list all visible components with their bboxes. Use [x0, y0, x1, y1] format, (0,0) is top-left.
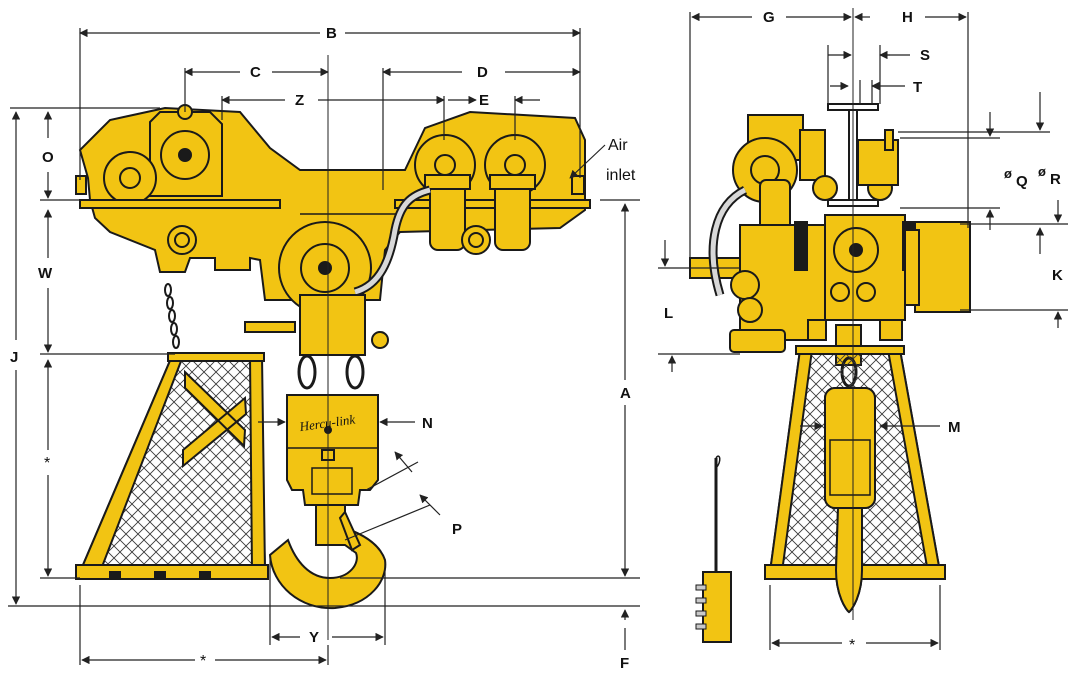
- label-L: L: [664, 305, 673, 322]
- label-star-height: *: [44, 455, 50, 472]
- label-F: F: [620, 655, 629, 671]
- label-C: C: [250, 64, 261, 81]
- label-H: H: [902, 9, 913, 26]
- label-star-side: *: [849, 637, 855, 654]
- diameter-symbol-R: ø: [1038, 164, 1046, 179]
- label-R: R: [1050, 171, 1061, 188]
- side-dimensions: [658, 12, 1068, 650]
- label-T: T: [913, 79, 922, 96]
- label-Y: Y: [309, 629, 319, 646]
- side-gear-2: [812, 175, 838, 201]
- basket-bottom-rim: [75, 564, 269, 580]
- label-Z: Z: [295, 92, 304, 109]
- air-inlet-text-2: inlet: [606, 167, 636, 184]
- chain-link-left: [297, 354, 317, 390]
- label-star-width: *: [200, 653, 206, 670]
- rail-band-left: [79, 199, 281, 209]
- diameter-symbol-Q: ø: [1004, 166, 1012, 181]
- label-M: M: [948, 419, 961, 436]
- hook-latch: [338, 510, 362, 552]
- label-K: K: [1052, 267, 1063, 284]
- motor-canister-2: [494, 179, 531, 251]
- load-block-upper: [299, 294, 366, 356]
- chain-link-right: [345, 354, 365, 390]
- pendant-box: [702, 571, 732, 643]
- label-P: P: [452, 521, 462, 538]
- brake-ring-left: [794, 221, 808, 271]
- side-basket-top: [795, 345, 905, 355]
- label-D: D: [477, 64, 488, 81]
- label-E: E: [479, 92, 489, 109]
- motor-canister-1: [429, 179, 466, 251]
- side-labels: G H S T ø Q ø R K L M *: [664, 9, 1063, 654]
- front-labels: B C D Z E O W J * A F Y * N P Air inlet: [10, 25, 636, 672]
- label-O: O: [42, 149, 54, 166]
- basket-top-rim: [167, 352, 265, 362]
- side-motor-cylinder: [914, 221, 971, 313]
- label-J: J: [10, 349, 18, 366]
- rail-band-right: [394, 199, 591, 209]
- label-G: G: [763, 9, 775, 26]
- pendant-control: [695, 455, 732, 643]
- label-W: W: [38, 265, 53, 282]
- label-N: N: [422, 415, 433, 432]
- side-view: [689, 103, 971, 614]
- label-A: A: [620, 385, 631, 402]
- hook: [268, 504, 387, 610]
- label-Q: Q: [1016, 173, 1028, 190]
- front-view: [75, 104, 591, 610]
- label-S: S: [920, 47, 930, 64]
- front-dimensions: [8, 28, 640, 665]
- label-B: B: [326, 25, 337, 42]
- air-inlet-text-1: Air: [608, 137, 628, 154]
- basket-chain: [164, 283, 180, 349]
- side-muffler: [729, 329, 786, 353]
